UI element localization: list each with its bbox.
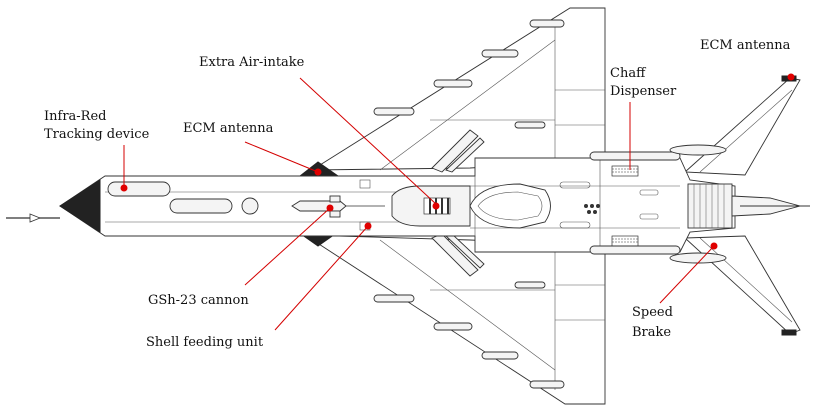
round-hatch (241, 197, 259, 215)
label-ecm-antenna-nose: ECM antenna (183, 121, 274, 136)
marker-ecm-tail (787, 73, 795, 81)
leader-speed-brake (659, 245, 715, 304)
label-shell-feeding-unit: Shell feeding unit (146, 335, 264, 350)
label-gsh23-cannon: GSh-23 cannon (148, 293, 249, 308)
leader-gsh23 (244, 207, 331, 286)
labels: Infra-Red Tracking device ECM antenna Ex… (44, 38, 791, 350)
canopy (469, 183, 551, 229)
lower-wing-panels (379, 239, 605, 390)
engine-nozzle (687, 183, 810, 229)
upper-wing-panels (379, 20, 605, 171)
leader-ecm-nose (244, 141, 319, 173)
marker-ir (120, 184, 128, 192)
upper-speed-brake (669, 144, 727, 156)
lower-tail-tip (781, 329, 797, 336)
centre-pod (169, 198, 233, 214)
label-speed-line2: Brake (632, 325, 671, 340)
lower-wing-pylons (373, 281, 565, 389)
tail-panels (699, 89, 793, 323)
marker-shell-feed (364, 222, 372, 230)
lower-tailplane (683, 235, 801, 335)
label-infra-red-line2: Tracking device (44, 127, 150, 142)
label-speed-line1: Speed (632, 305, 673, 320)
chaff-dispenser-upper (611, 165, 639, 177)
marker-gsh23 (326, 204, 334, 212)
cannon-feed-upper (329, 195, 341, 203)
leader-lines (123, 77, 715, 331)
label-extra-air-intake: Extra Air-intake (199, 55, 305, 70)
label-chaff-line1: Chaff (610, 66, 647, 81)
marker-speed-brake (710, 242, 718, 250)
upper-wing-pylons (373, 19, 565, 129)
markers (120, 73, 795, 250)
label-infra-red-line1: Infra-Red (44, 109, 106, 124)
label-ecm-antenna-tail: ECM antenna (700, 38, 791, 53)
marker-ecm-nose (314, 168, 322, 176)
marker-extra-intake (432, 202, 440, 210)
lower-fairing (589, 245, 681, 255)
gsh23-cannon-body (291, 200, 347, 212)
label-chaff-line2: Dispenser (610, 84, 677, 99)
lower-speed-brake (669, 252, 727, 264)
ir-sensor-pod (107, 181, 171, 197)
upper-fairing (589, 151, 681, 161)
upper-tailplane (683, 77, 801, 176)
chaff-dispenser-lower (611, 235, 639, 247)
nose-cone (59, 179, 101, 233)
upper-wing-store (431, 129, 485, 173)
leader-shell-feed (274, 225, 369, 331)
cannon-feed-lower (329, 210, 341, 218)
pitot-vane (29, 213, 42, 223)
leader-extra-intake (299, 77, 437, 205)
spine-vents (584, 204, 600, 214)
